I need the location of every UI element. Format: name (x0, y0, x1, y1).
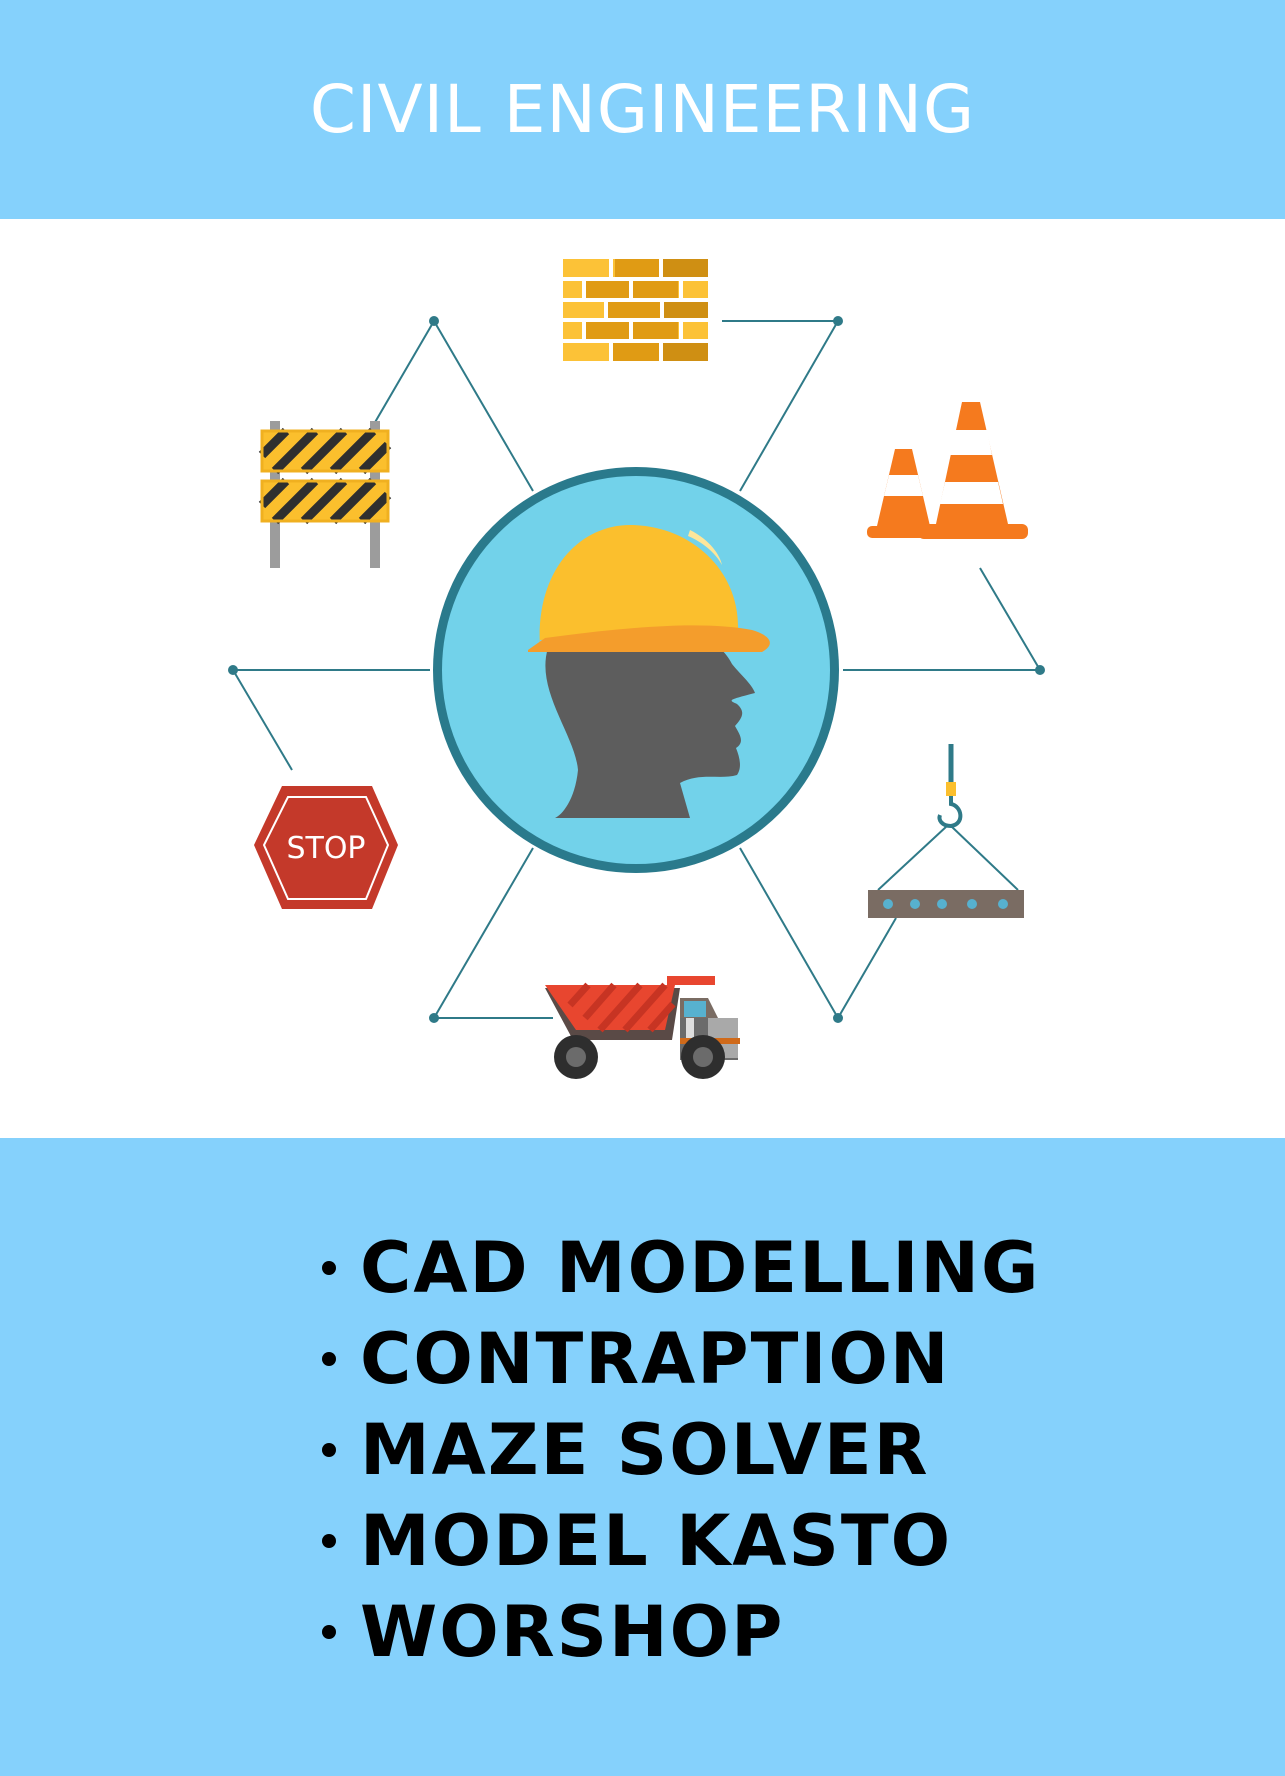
topic-label: MAZE SOLVER (360, 1408, 930, 1491)
list-item: MAZE SOLVER (322, 1404, 1040, 1495)
list-item: CAD MODELLING (322, 1222, 1040, 1313)
dump-truck-icon (545, 976, 740, 1079)
crane-hook-beam-icon (868, 744, 1024, 918)
topic-label: MODEL KASTO (360, 1499, 953, 1582)
stop-sign-icon: STOP (254, 786, 398, 909)
list-item: WORSHOP (322, 1586, 1040, 1677)
civil-engineering-illustration: STOP (0, 219, 1285, 1138)
bullet-icon (322, 1624, 336, 1639)
topics-panel: CAD MODELLING CONTRAPTION MAZE SOLVER MO… (0, 1138, 1285, 1776)
bullet-icon (322, 1533, 336, 1548)
topic-label: CONTRAPTION (360, 1317, 951, 1400)
road-barrier-icon (258, 421, 392, 568)
topic-list: CAD MODELLING CONTRAPTION MAZE SOLVER MO… (322, 1222, 1040, 1677)
topic-label: WORSHOP (360, 1590, 785, 1673)
topic-label: CAD MODELLING (360, 1226, 1041, 1309)
bullet-icon (322, 1351, 336, 1366)
connector-lines (232, 320, 1041, 1019)
bricks-icon (563, 259, 708, 361)
header-banner: CIVIL ENGINEERING (0, 0, 1285, 219)
bullet-icon (322, 1260, 336, 1275)
stop-sign-text: STOP (286, 831, 365, 866)
list-item: CONTRAPTION (322, 1313, 1040, 1404)
bullet-icon (322, 1442, 336, 1457)
worker-head-helmet-icon (433, 467, 839, 873)
page-title: CIVIL ENGINEERING (309, 71, 976, 148)
traffic-cones-icon (867, 402, 1028, 539)
connector-dots (228, 316, 1045, 1023)
list-item: MODEL KASTO (322, 1495, 1040, 1586)
